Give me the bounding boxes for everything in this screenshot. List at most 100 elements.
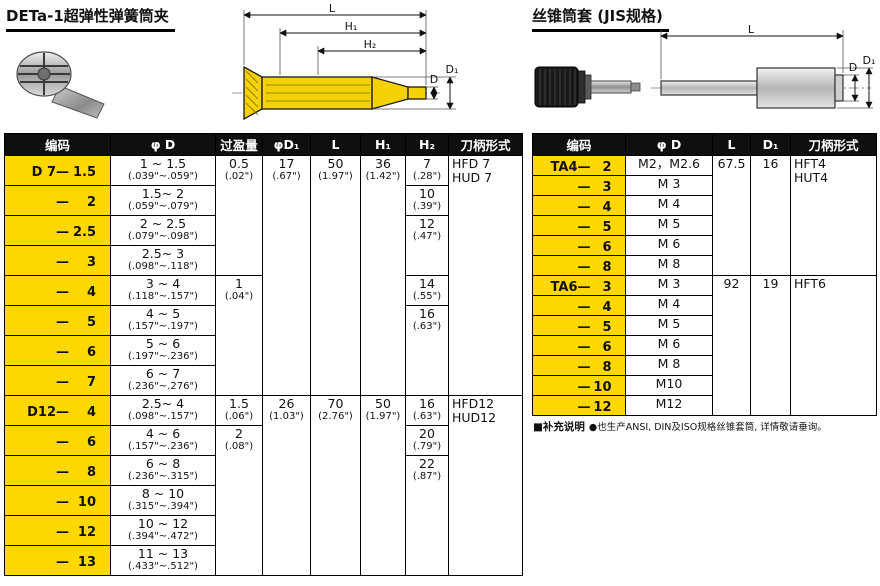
data-cell: M 5: [625, 215, 713, 236]
code-prefix: —: [577, 240, 591, 255]
dimension-lines: L H₁ H₂ D D₁: [243, 3, 458, 110]
data-cell: 1.5(.06"): [215, 395, 263, 426]
data-cell: 7(.28"): [405, 155, 449, 186]
code-prefix: —: [577, 180, 591, 195]
code-cell: —12: [532, 395, 626, 416]
data-cell: M 3: [625, 175, 713, 196]
data-cell: 50(1.97"): [310, 155, 361, 396]
column-header: H₂: [405, 133, 449, 156]
code-cell: —4: [532, 295, 626, 316]
code-value: 12: [593, 400, 612, 415]
code-prefix: —: [56, 555, 69, 570]
code-value: 8: [602, 360, 612, 375]
collet-photo: [16, 51, 105, 119]
code-value: 6: [602, 240, 612, 255]
collet-section-shape: [243, 65, 427, 121]
data-cell: 67.5: [712, 155, 751, 276]
code-cell: —5: [4, 305, 111, 336]
data-cell: M 4: [625, 295, 713, 316]
code-value: 4: [86, 405, 96, 420]
data-cell: 8 ~ 10(.315"~.394"): [110, 485, 216, 516]
data-cell: 6 ~ 8(.236"~.315"): [110, 455, 216, 486]
code-value: 8: [602, 260, 612, 275]
code-value: 5: [602, 220, 612, 235]
code-cell: —4: [4, 275, 111, 306]
code-cell: —10: [532, 375, 626, 396]
code-value: 2: [86, 195, 96, 210]
code-prefix: —: [56, 255, 69, 270]
data-cell: 16: [750, 155, 791, 276]
code-prefix: —: [56, 525, 69, 540]
data-cell: 10 ~ 12(.394"~.472"): [110, 515, 216, 546]
data-cell: 1(.04"): [215, 275, 263, 396]
code-cell: —8: [532, 355, 626, 376]
data-cell: 2 ~ 2.5(.079"~.098"): [110, 215, 216, 246]
data-cell: 2.5~ 3(.098"~.118"): [110, 245, 216, 276]
note-heading: ■补充说明: [533, 421, 585, 433]
code-value: 2.5: [72, 225, 96, 240]
code-cell: TA6— 3: [532, 275, 626, 296]
dim-label-L: L: [748, 23, 755, 36]
data-cell: 5 ~ 6(.197"~.236"): [110, 335, 216, 366]
code-prefix: —: [56, 345, 69, 360]
collet-body-shape: [16, 51, 105, 119]
code-cell: —2.5: [4, 215, 111, 246]
code-cell: TA4—2: [532, 155, 626, 176]
dim-label-H1: H₁: [345, 20, 358, 33]
left-section-title: DETa-1超弹性弹簧筒夹: [6, 5, 175, 32]
data-cell: 16(.63"): [405, 305, 449, 396]
tap-sleeve-shape: [534, 66, 641, 108]
code-value: 4: [86, 285, 96, 300]
sleeve-section-shape: [660, 67, 844, 109]
code-value: 3: [86, 255, 96, 270]
code-prefix: —: [577, 300, 591, 315]
data-cell: 70(2.76"): [310, 395, 361, 576]
code-cell: —13: [4, 545, 111, 576]
dim-label-L: L: [329, 3, 336, 15]
data-cell: 19: [750, 275, 791, 416]
code-cell: —3: [532, 175, 626, 196]
code-value: 6: [86, 435, 96, 450]
column-header: D₁: [750, 133, 791, 156]
column-header: 刀柄形式: [790, 133, 877, 156]
code-prefix: —: [577, 380, 591, 395]
code-value: 6: [86, 345, 96, 360]
data-cell: 50(1.97"): [360, 395, 406, 576]
column-header: φ D: [625, 133, 713, 156]
data-cell: M 6: [625, 335, 713, 356]
data-cell: M 5: [625, 315, 713, 336]
code-cell: —6: [4, 335, 111, 366]
data-cell: 92: [712, 275, 751, 416]
code-cell: —5: [532, 315, 626, 336]
data-cell: 11 ~ 13(.433"~.512"): [110, 545, 216, 576]
data-cell: HFT6: [790, 275, 877, 416]
data-cell: M 6: [625, 235, 713, 256]
code-prefix: —: [577, 360, 591, 375]
code-cell: —8: [532, 255, 626, 276]
note-text: ●也生产ANSI, DIN及ISO规格丝锥套筒, 详情敬请垂询。: [588, 422, 827, 433]
column-header: φ D: [110, 133, 216, 156]
code-value: 3: [602, 280, 612, 295]
code-cell: —10: [4, 485, 111, 516]
data-cell: 16(.63"): [405, 395, 449, 426]
code-cell: D 7—1.5: [4, 155, 111, 186]
tap-sleeve-photo: [534, 66, 641, 108]
data-cell: 10(.39"): [405, 185, 449, 216]
data-cell: 17(.67"): [262, 155, 311, 396]
code-prefix: TA6—: [550, 280, 591, 295]
data-cell: M 8: [625, 355, 713, 376]
code-prefix: —: [577, 400, 591, 415]
tap-sleeve-dimension-drawing: L D D₁: [651, 23, 875, 109]
collet-dimension-drawing: L H₁ H₂ D D₁: [232, 3, 458, 121]
data-cell: M10: [625, 375, 713, 396]
